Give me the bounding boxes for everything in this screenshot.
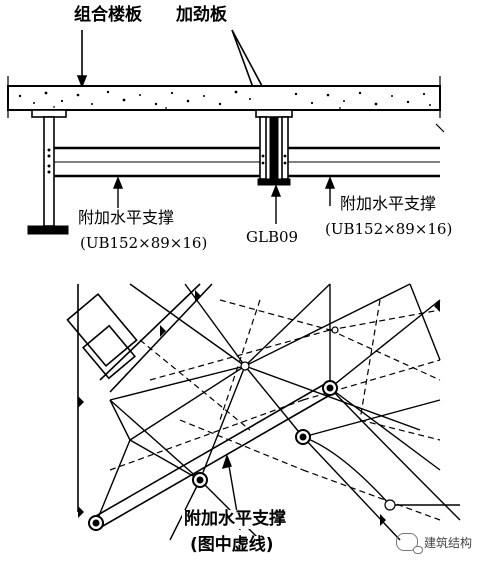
horizontal-brace-left (54, 146, 260, 178)
label-brace-right-spec: (UB152×89×16) (325, 220, 453, 238)
dashed-brace-lines (109, 299, 441, 521)
right-beam-glb09 (255, 109, 293, 186)
label-brace-left-spec: (UB152×89×16) (80, 234, 208, 252)
upper-left-beam (66, 283, 213, 393)
horizontal-brace-right (288, 146, 440, 178)
solid-grid-lines (95, 283, 461, 541)
section-drawing (7, 29, 445, 235)
main-diagonal-beam (95, 380, 331, 531)
label-brace-left: 附加水平支撑 (78, 208, 175, 227)
wechat-icon (395, 533, 423, 554)
label-stiffener: 加劲板 (176, 5, 227, 25)
label-bottom-note: (图中虚线) (188, 535, 276, 555)
label-brace-right: 附加水平支撑 (340, 194, 437, 213)
composite-slab (7, 76, 445, 133)
watermark-text: 建筑结构 (423, 535, 472, 550)
label-composite-slab: 组合楼板 (74, 5, 142, 25)
label-bottom-brace: 附加水平支撑 (182, 509, 288, 529)
label-beam-glb09: GLB09 (246, 228, 299, 246)
left-i-beam (27, 109, 69, 235)
node-markers (78, 290, 440, 531)
watermark: 建筑结构 (395, 533, 472, 554)
